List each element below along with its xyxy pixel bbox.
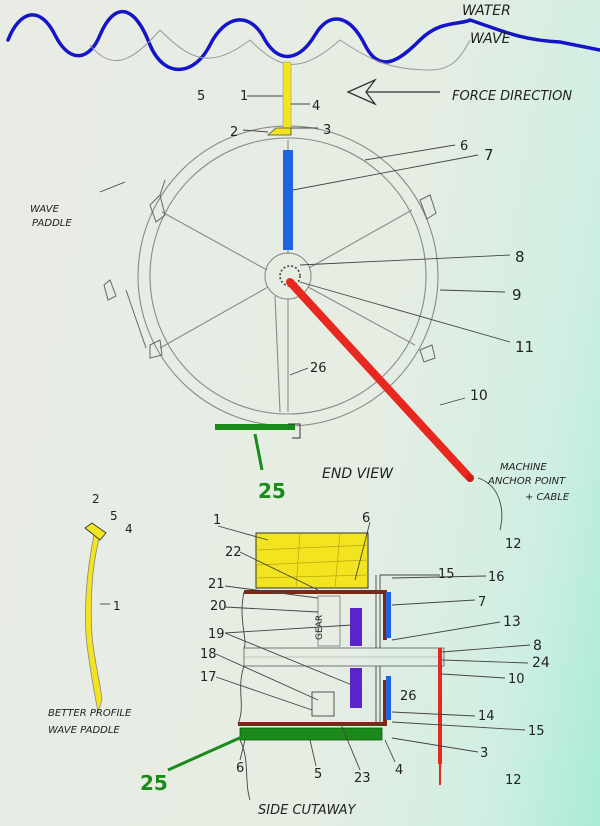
cutaway-blue-upper — [386, 592, 391, 638]
cutaway-callout-5: 5 — [314, 767, 322, 782]
hub-gear — [279, 265, 301, 287]
callout-8: 8 — [515, 248, 525, 266]
callout-12-end-view: 12 — [505, 537, 522, 552]
cutaway-lower-frame — [238, 680, 387, 726]
cutaway-callout-19: 19 — [208, 627, 225, 642]
rim-paddles — [103, 179, 437, 363]
profile-paddle — [85, 534, 103, 713]
cutaway-callout-10: 10 — [508, 672, 525, 687]
cutaway-callout-24: 24 — [532, 655, 550, 671]
end-view-leaders — [99, 95, 511, 406]
cutaway-callout-15-top: 15 — [438, 567, 455, 582]
cutaway-callout-6-bottom: 6 — [236, 761, 244, 776]
force-direction-arrow — [346, 78, 440, 106]
cutaway-callout-3: 3 — [480, 746, 488, 761]
profile-callout-5: 5 — [110, 509, 118, 523]
end-view-paddle — [282, 61, 292, 133]
callout-4: 4 — [312, 99, 320, 114]
profile-callout-4: 4 — [125, 522, 133, 536]
anchor-label-line2: ANCHOR POINT — [487, 476, 566, 487]
cutaway-callout-18: 18 — [200, 647, 217, 662]
end-view-base — [215, 424, 295, 430]
wave-paddle-label-line2: PADDLE — [32, 218, 72, 229]
cutaway-callout-25: 25 — [140, 771, 168, 795]
cutaway-callout-4: 4 — [395, 763, 403, 778]
callout-9: 9 — [512, 286, 522, 304]
cutaway-bearing-block — [311, 691, 335, 717]
cutaway-base — [239, 727, 383, 741]
end-view-shaft — [283, 150, 293, 250]
wave-paddle-label-line1: WAVE — [30, 204, 60, 215]
anchor-label-line1: MACHINE — [500, 462, 547, 473]
callout-25: 25 — [258, 479, 286, 503]
cutaway-blue-lower — [386, 676, 391, 720]
profile-callout-2: 2 — [92, 492, 100, 506]
cutaway-callout-17: 17 — [200, 670, 217, 685]
cutaway-callout-16: 16 — [488, 570, 505, 585]
callout-5: 5 — [197, 89, 205, 104]
callout-10: 10 — [470, 388, 488, 404]
cutaway-leaders — [215, 521, 531, 771]
callout-1: 1 — [240, 89, 248, 104]
end-view-cable — [286, 278, 472, 480]
water-wave-line — [6, 9, 600, 72]
cutaway-gear-lower — [350, 668, 362, 708]
water-label: WATER — [462, 3, 511, 19]
cutaway-25-leader — [167, 734, 245, 772]
cutaway-paddle-hatch — [255, 532, 369, 589]
end-view-25-leader — [253, 433, 264, 471]
end-view-paddle-hinge — [266, 127, 292, 136]
cutaway-callout-13: 13 — [503, 614, 521, 630]
callout-26: 26 — [310, 361, 327, 376]
profile-caption-line1: BETTER PROFILE — [48, 708, 132, 719]
cutaway-callout-23: 23 — [354, 771, 371, 786]
callout-6: 6 — [460, 139, 468, 154]
cutaway-gear-housing — [317, 595, 341, 647]
profile-caption-line2: WAVE PADDLE — [48, 725, 120, 736]
cutaway-callout-14: 14 — [478, 709, 495, 724]
cutaway-callout-20: 20 — [210, 599, 227, 614]
cutaway-callout-8: 8 — [533, 638, 542, 654]
end-view-title: END VIEW — [322, 466, 394, 482]
callout-3: 3 — [323, 123, 331, 138]
anchor-12-leader — [477, 477, 503, 531]
cutaway-upper-frame — [244, 590, 387, 640]
side-cutaway-title: SIDE CUTAWAY — [258, 803, 357, 818]
end-view-base-clip — [288, 423, 301, 439]
wave-label: WAVE — [470, 31, 511, 47]
water-wave-pencil-line — [89, 29, 471, 71]
cutaway-callout-1: 1 — [213, 513, 221, 528]
cutaway-callout-12: 12 — [505, 773, 522, 788]
anchor-point — [466, 474, 474, 482]
profile-callout-1: 1 — [113, 599, 121, 613]
force-direction-label: FORCE DIRECTION — [452, 89, 572, 104]
cutaway-callout-22: 22 — [225, 545, 242, 560]
cutaway-callout-7: 7 — [478, 595, 486, 610]
cutaway-struts — [237, 575, 381, 801]
callout-2: 2 — [230, 125, 238, 140]
cutaway-callout-15-bottom: 15 — [528, 724, 545, 739]
cutaway-callout-6-top: 6 — [362, 511, 370, 526]
cutaway-callout-26: 26 — [400, 689, 417, 704]
profile-paddle-hinge — [84, 522, 107, 541]
callout-7: 7 — [484, 146, 494, 164]
cutaway-gear-upper — [350, 608, 362, 646]
callout-11: 11 — [515, 338, 534, 356]
cutaway-callout-21: 21 — [208, 577, 225, 592]
cutaway-cable — [438, 648, 442, 764]
anchor-label-line3: + CABLE — [525, 492, 570, 503]
